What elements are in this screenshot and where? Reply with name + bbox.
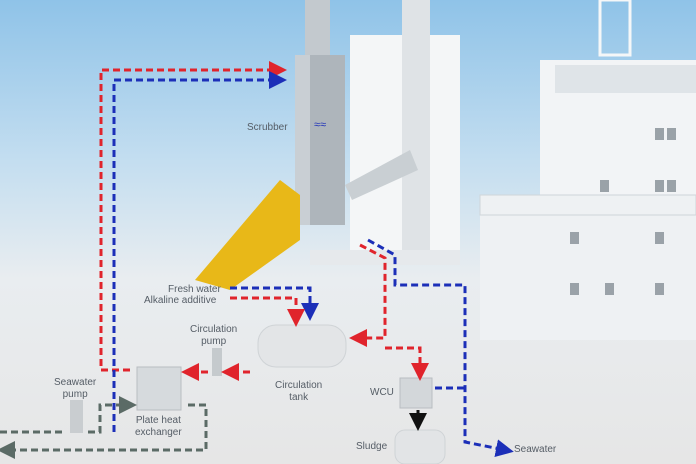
wcu-unit bbox=[399, 377, 433, 409]
scrubber-tower: ≈≈ bbox=[295, 0, 345, 225]
plate-heat-exchanger bbox=[136, 366, 182, 411]
label-line: Circulation bbox=[275, 380, 323, 391]
label-wcu: WCU bbox=[370, 387, 394, 398]
label-line: exchanger bbox=[135, 427, 182, 438]
circulation-pump bbox=[212, 348, 222, 376]
label-seawater: Seawater bbox=[514, 444, 557, 455]
exhaust-duct bbox=[345, 150, 418, 200]
bleed-to-wcu bbox=[385, 346, 429, 381]
exhaust-stack bbox=[402, 0, 430, 255]
cold-water-line bbox=[112, 71, 287, 432]
label-sludge: Sludge bbox=[356, 441, 388, 452]
fresh-water-line bbox=[230, 286, 319, 321]
label-line: pump bbox=[62, 389, 88, 400]
yellow-casing-cutaway bbox=[195, 180, 300, 290]
alfa-laval-logo-icon: ≈≈ bbox=[314, 119, 326, 131]
circulation-tank bbox=[257, 324, 347, 368]
seawater-pump-to-exchanger bbox=[88, 396, 137, 434]
seawater-pump bbox=[70, 400, 83, 433]
alkaline-additive-line bbox=[230, 296, 305, 327]
scrubber-outflow-red bbox=[349, 243, 387, 347]
label-fresh-water: Fresh water bbox=[168, 284, 221, 295]
label-line: pump bbox=[201, 336, 227, 347]
label-line: Seawater bbox=[54, 377, 97, 388]
label-line: Circulation bbox=[190, 324, 238, 335]
ship-superstructure bbox=[479, 0, 696, 340]
label-line: tank bbox=[289, 392, 309, 403]
label-scrubber: Scrubber bbox=[247, 122, 288, 133]
label-line: Plate heat bbox=[135, 415, 181, 426]
label-alkaline-additive: Alkaline additive bbox=[144, 295, 217, 306]
sludge-tank bbox=[394, 429, 446, 464]
seawater-discharge-line bbox=[367, 238, 514, 458]
